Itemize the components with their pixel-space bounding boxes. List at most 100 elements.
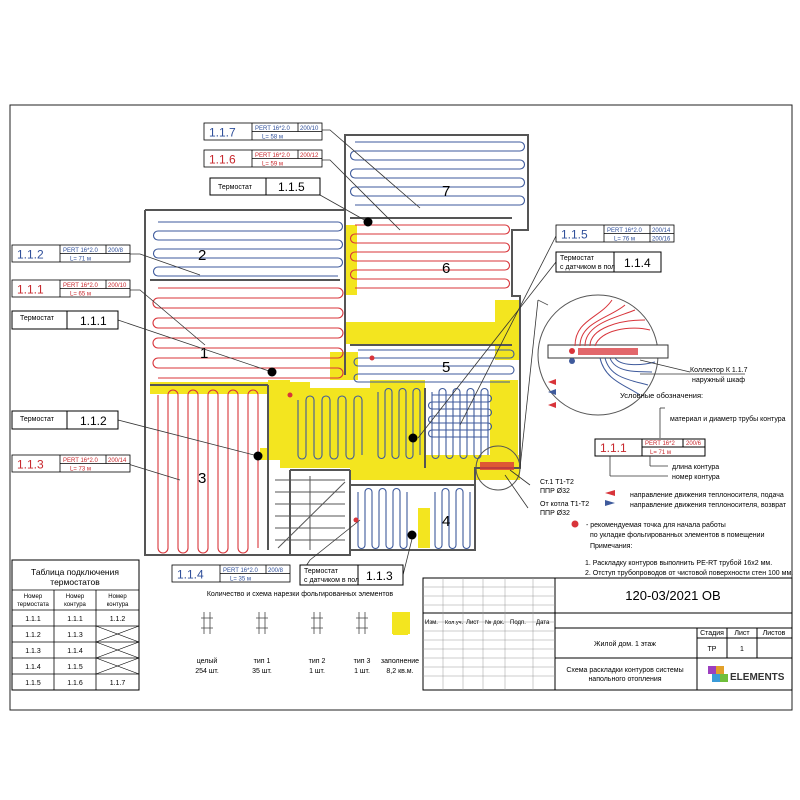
riser-labels: Ст.1 Т1-Т2 ППР Ø32 От котла Т1-Т2 ППР Ø3… bbox=[504, 469, 589, 517]
room-number: 2 bbox=[198, 247, 206, 264]
svg-text:Изм.: Изм. bbox=[425, 620, 438, 626]
room-number: 6 bbox=[442, 260, 450, 277]
table-header: Номер bbox=[108, 594, 127, 600]
walls bbox=[144, 134, 529, 556]
svg-text:№ док.: № док. bbox=[485, 619, 505, 626]
pipe-step: 200/8 bbox=[268, 568, 284, 574]
svg-text:направление движения теплоноси: направление движения теплоносителя, возв… bbox=[630, 502, 787, 509]
pipe-material: PERT 16*2.0 bbox=[223, 568, 258, 574]
svg-text:1.1.1: 1.1.1 bbox=[80, 314, 107, 328]
svg-text:направление движения теплоноси: направление движения теплоносителя, пода… bbox=[630, 492, 784, 499]
pipe-step: 200/10 bbox=[108, 283, 127, 289]
svg-text:1: 1 bbox=[740, 646, 744, 653]
collector-location: наружный шкаф bbox=[692, 376, 745, 384]
thermostat-label-1.1.4: Термостат с датчиком в пол 1.1.4 bbox=[555, 251, 662, 273]
logo-text: ELEMENTS bbox=[730, 672, 785, 683]
thermostat-label-1.1.1: Термостат 1.1.1 bbox=[11, 310, 119, 330]
svg-text:Термостат: Термостат bbox=[20, 416, 55, 423]
foil-element-qty: 1 шт. bbox=[354, 668, 370, 675]
table-cell: 1.1.2 bbox=[110, 616, 126, 623]
circuit-length: L= 65 м bbox=[70, 292, 91, 298]
pipe-loop bbox=[434, 487, 471, 550]
collector-on-plan bbox=[480, 462, 514, 470]
staircase bbox=[275, 476, 346, 550]
thermostat-labels: Термостат 1.1.5 Термостат 1.1.1 Термоста… bbox=[11, 177, 662, 586]
connection-table: Таблица подключения термостатов Номертер… bbox=[11, 559, 140, 691]
filling-swatch bbox=[393, 612, 408, 635]
pipe-step-2: 200/16 bbox=[652, 237, 671, 243]
pipe-loop bbox=[377, 387, 421, 460]
svg-text:ППР Ø32: ППР Ø32 bbox=[540, 488, 570, 495]
drawing-frame bbox=[9, 104, 793, 711]
foil-element-name: тип 3 bbox=[354, 658, 371, 665]
table-header: контура bbox=[64, 602, 86, 608]
foil-element-icon bbox=[311, 612, 323, 634]
start-points bbox=[287, 355, 375, 523]
foil-element-qty: 1 шт. bbox=[309, 668, 325, 675]
svg-text:Листов: Листов bbox=[763, 630, 786, 637]
pipe-loop bbox=[349, 141, 526, 206]
svg-text:Схема раскладки контуров систе: Схема раскладки контуров системы bbox=[566, 667, 683, 674]
table-header: контура bbox=[107, 602, 129, 608]
thermostat-label-1.1.5: Термостат 1.1.5 bbox=[209, 177, 321, 196]
svg-text:по укладке фольгированных элем: по укладке фольгированных элементов в по… bbox=[590, 532, 765, 539]
pipe-loop bbox=[427, 394, 493, 438]
pipe-loop bbox=[157, 389, 259, 554]
circuit-length: L= 59 м bbox=[262, 162, 283, 168]
svg-text:1.1.2: 1.1.2 bbox=[80, 414, 107, 428]
circuit-length: L= 76 м bbox=[614, 237, 635, 243]
pipe-material: PERT 16*2.0 bbox=[63, 248, 98, 254]
svg-text:Кол.уч.: Кол.уч. bbox=[445, 620, 463, 626]
svg-text:L= 71 м: L= 71 м bbox=[650, 450, 671, 456]
pipe-loops bbox=[152, 141, 526, 554]
svg-text:Таблица подключения: Таблица подключения bbox=[31, 567, 119, 577]
svg-text:Условные обозначения:: Условные обозначения: bbox=[620, 391, 703, 400]
svg-text:Термостат: Термостат bbox=[218, 184, 253, 191]
svg-text:ТР: ТР bbox=[708, 646, 717, 653]
circuit-number: 1.1.3 bbox=[17, 458, 44, 472]
pipe-step: 200/10 bbox=[300, 126, 319, 132]
pipe-material: PERT 16*2.0 bbox=[63, 458, 98, 464]
pipe-step: 200/12 bbox=[300, 153, 319, 159]
svg-text:1.1.3: 1.1.3 bbox=[366, 569, 393, 583]
table-cell: 1.1.5 bbox=[25, 680, 41, 687]
foil-element-name: тип 2 bbox=[309, 658, 326, 665]
pipe-loop bbox=[152, 287, 344, 379]
svg-text:Лист: Лист bbox=[734, 630, 750, 637]
svg-text:От котла Т1-Т2: От котла Т1-Т2 bbox=[540, 501, 589, 508]
collector-leader bbox=[639, 359, 691, 373]
leader-lines bbox=[117, 129, 557, 576]
pipe-material: PERT 16*2.0 bbox=[255, 126, 290, 132]
foil-element: тип 3 1 шт. bbox=[354, 612, 371, 675]
svg-text:с датчиком в пол: с датчиком в пол bbox=[304, 577, 359, 584]
room-numbers: 2 1 3 7 6 5 4 bbox=[198, 183, 450, 530]
table-header: Номер bbox=[66, 594, 85, 600]
table-cell: 1.1.4 bbox=[67, 648, 83, 655]
svg-text:напольного отопления: напольного отопления bbox=[588, 676, 661, 683]
foil-element-qty: 8,2 кв.м. bbox=[386, 668, 413, 675]
table-cell: 1.1.2 bbox=[25, 632, 41, 639]
circuit-number: 1.1.5 bbox=[561, 228, 588, 242]
foil-elements: Количество и схема нарезки фольгированны… bbox=[195, 591, 419, 675]
svg-text:Термостат: Термостат bbox=[560, 255, 595, 262]
svg-text:Термостат: Термостат bbox=[20, 315, 55, 322]
foil-element-qty: 35 шт. bbox=[252, 668, 272, 675]
room-number: 7 bbox=[442, 183, 450, 200]
pipe-material: PERT 16*2.0 bbox=[607, 228, 642, 234]
svg-text:1. Раскладку контуров выполнит: 1. Раскладку контуров выполнить PE-RT тр… bbox=[585, 559, 772, 567]
room-number: 4 bbox=[442, 513, 450, 530]
foil-element-name: целый bbox=[197, 657, 218, 665]
svg-text:1.1.5: 1.1.5 bbox=[278, 180, 305, 194]
title-block: Изм. Кол.уч. Лист № док. Подп. Дата 120-… bbox=[422, 577, 793, 691]
thermostat-markers bbox=[253, 217, 418, 540]
svg-text:Дата: Дата bbox=[536, 620, 550, 626]
svg-text:1.1.1: 1.1.1 bbox=[600, 441, 627, 455]
pipe-loop bbox=[297, 395, 363, 460]
circuit-number: 1.1.6 bbox=[209, 153, 236, 167]
svg-text:Количество и схема нарезки фол: Количество и схема нарезки фольгированны… bbox=[207, 591, 394, 598]
